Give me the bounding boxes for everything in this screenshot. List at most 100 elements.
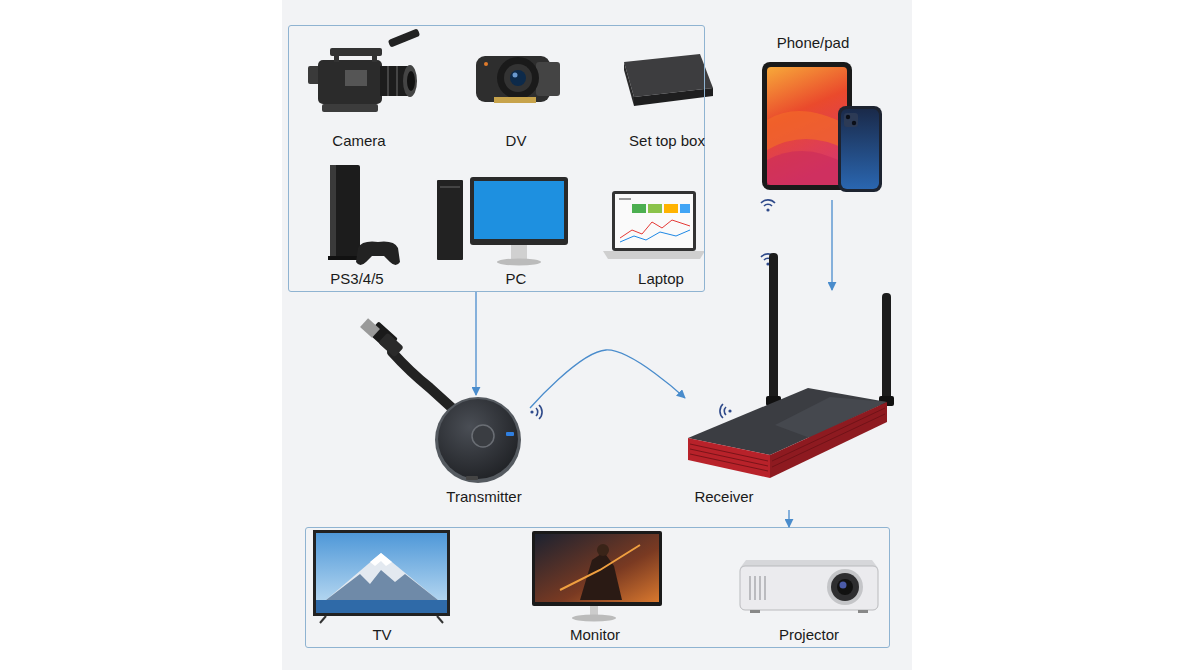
- receiver-box: [688, 253, 894, 478]
- laptop-icon: [612, 191, 696, 251]
- camera-icon: [403, 65, 417, 97]
- tablet-icon: [767, 151, 847, 185]
- receiver-node: Receiver: [685, 290, 895, 510]
- dv-icon: [484, 62, 488, 66]
- device-label: DV: [506, 132, 527, 150]
- transmitter-dongle: [360, 318, 380, 338]
- laptop-icon: [603, 251, 705, 259]
- projector-icon: [750, 576, 765, 600]
- tv-icon: [313, 530, 450, 623]
- receiver-box: [690, 454, 768, 471]
- pc-icon: [474, 181, 564, 239]
- camera-icon: [407, 71, 415, 91]
- tv-icon: [313, 530, 450, 616]
- phone-icon: [844, 113, 858, 127]
- projector-icon: [740, 566, 878, 610]
- wifi-symbol: [761, 200, 775, 212]
- projector-icon: [840, 582, 847, 589]
- phone-icon: [838, 106, 882, 192]
- tv-icon: [320, 616, 326, 623]
- console-icon: [330, 165, 336, 258]
- display-group: TVMonitorProjector: [305, 527, 890, 648]
- transmitter-dongle: [472, 425, 494, 447]
- projector-icon: [754, 576, 755, 600]
- receiver-box: [770, 402, 887, 478]
- monitor-icon: [532, 531, 662, 622]
- device-label: Projector: [779, 626, 839, 644]
- dv-icon: [536, 62, 560, 96]
- console-icon: [356, 242, 400, 265]
- monitor-icon: [560, 545, 640, 590]
- pc-icon: [470, 177, 568, 245]
- receiver-box: [772, 414, 885, 467]
- laptop-icon: [615, 194, 693, 248]
- device-group: CameraDVSet top boxPS3/4/5PCLaptop: [288, 25, 705, 292]
- tv-icon: [316, 600, 447, 613]
- wifi-symbol: [728, 409, 731, 412]
- transmitter-dongle: [506, 432, 514, 436]
- monitor-icon: [597, 544, 609, 556]
- device-label: PS3/4/5: [330, 270, 383, 288]
- tv-icon: [370, 553, 392, 566]
- transmitter-dongle: [435, 397, 521, 483]
- phone-icon: [852, 121, 856, 125]
- wifi-symbol: [766, 208, 769, 211]
- device-label: Monitor: [570, 626, 620, 644]
- monitor-icon: [535, 534, 659, 602]
- camera-icon: [387, 66, 389, 96]
- dv-icon: [497, 57, 539, 99]
- camera-icon: [372, 54, 377, 62]
- projector-icon: [858, 610, 868, 613]
- set-top-box-icon: [634, 88, 713, 106]
- camera-icon: [318, 60, 382, 104]
- receiver-box: [690, 408, 885, 471]
- console-icon: [330, 165, 360, 258]
- wifi-symbol: [530, 410, 533, 413]
- device-label: Set top box: [629, 132, 705, 150]
- camera-icon: [308, 28, 420, 112]
- phone-icon: [846, 115, 850, 119]
- transmitter-dongle: [438, 399, 518, 479]
- tv-icon: [326, 553, 438, 600]
- projector-icon: [750, 610, 760, 613]
- receiver-box: [769, 253, 778, 405]
- receiver-box: [690, 449, 768, 466]
- receiver-box: [882, 293, 891, 405]
- transmitter-dongle: [378, 332, 404, 357]
- wifi-symbol: [720, 404, 723, 418]
- laptop-icon: [632, 204, 646, 213]
- monitor-icon: [532, 531, 662, 606]
- tv-icon: [316, 533, 447, 613]
- camera-icon: [345, 70, 367, 86]
- phone-pad-node: Phone/pad: [755, 30, 890, 200]
- receiver-box: [772, 408, 885, 461]
- tv-icon: [437, 616, 443, 623]
- wifi-symbol: [539, 405, 542, 419]
- flow-arrow: [475, 292, 476, 395]
- projector-icon: [740, 560, 878, 613]
- wifi-symbol: [764, 204, 772, 206]
- wifi-symbol: [536, 408, 538, 416]
- pc-icon: [511, 245, 527, 259]
- panel-background: [282, 0, 912, 670]
- pc-icon: [440, 186, 460, 188]
- tablet-icon: [767, 67, 847, 185]
- transmitter-node: Transmitter: [430, 395, 530, 510]
- device-label: Laptop: [638, 270, 684, 288]
- flow-arrow: [831, 200, 832, 290]
- laptop-icon: [603, 191, 705, 259]
- flow-arrow: [788, 510, 789, 527]
- projector-icon: [831, 573, 859, 601]
- phone-icon: [841, 109, 879, 189]
- transmitter-dongle: [360, 318, 521, 483]
- tv-icon: [326, 570, 438, 600]
- dv-icon: [510, 70, 526, 86]
- projector-icon: [749, 576, 750, 600]
- device-label: Camera: [332, 132, 385, 150]
- device-label: Transmitter: [446, 488, 521, 506]
- transmitter-dongle: [466, 476, 478, 480]
- projector-icon: [764, 576, 765, 600]
